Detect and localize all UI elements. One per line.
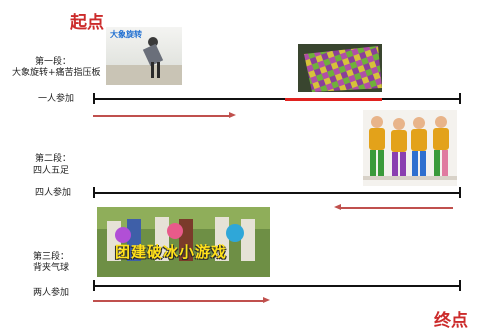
arrow-left-icon	[334, 204, 341, 210]
stage1-participants: 一人参加	[38, 94, 75, 104]
stage3-photo-caption: 团建破冰小游戏	[115, 243, 228, 261]
stage3-balloon-photo: 团建破冰小游戏	[97, 207, 270, 277]
stage1-photo-caption: 大象旋转	[110, 30, 142, 39]
stage1-direction-arrow	[93, 115, 229, 117]
pressure-board-icon	[298, 44, 382, 92]
end-label: 终点	[434, 311, 468, 331]
four-people-icon	[363, 116, 457, 180]
stage2-title: 第二段：	[35, 154, 72, 164]
stage1-track	[94, 98, 460, 100]
stage1-title: 第一段：	[35, 57, 72, 67]
stage3-direction-arrow	[93, 300, 263, 302]
stage2-direction-arrow	[341, 207, 453, 209]
stage1-subtitle: 大象旋转+痛苦指压板	[12, 68, 101, 78]
start-label: 起点	[70, 13, 104, 33]
stage2-track	[94, 192, 460, 194]
stage1-pressure-board-segment	[285, 98, 382, 101]
stage1-pressure-board-photo	[298, 44, 382, 92]
stage3-title: 第三段：	[33, 252, 70, 262]
stage2-four-people-photo	[363, 110, 457, 186]
arrow-right-icon	[263, 297, 270, 303]
balloon-game-icon	[97, 207, 270, 277]
arrow-right-icon	[229, 112, 236, 118]
stage2-subtitle: 四人五足	[33, 166, 70, 176]
stage3-track	[94, 285, 460, 287]
person-head-icon	[148, 37, 158, 47]
stage3-subtitle: 背夹气球	[33, 263, 70, 273]
stage3-participants: 两人参加	[33, 288, 70, 298]
stage2-participants: 四人参加	[35, 188, 72, 198]
stage1-elephant-photo: 大象旋转	[106, 27, 182, 85]
